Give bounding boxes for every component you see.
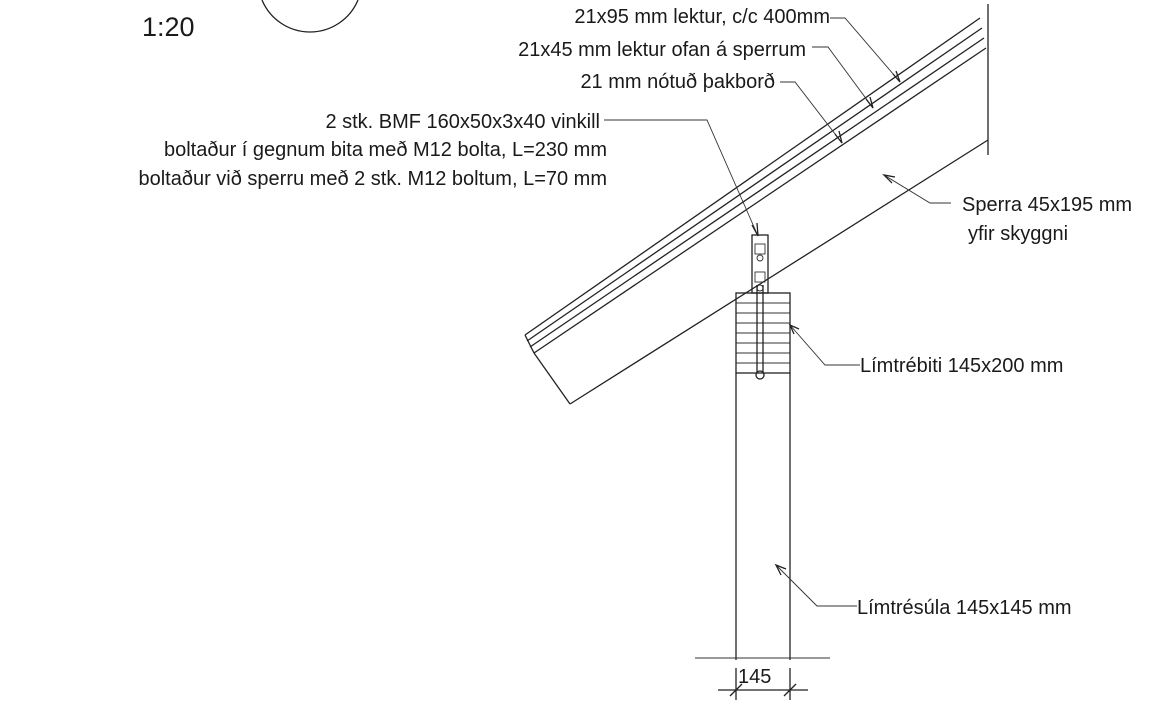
dimension-label: 145 — [738, 666, 771, 688]
dimension-145 — [695, 657, 830, 700]
label-vinkill-1: 2 stk. BMF 160x50x3x40 vinkill — [325, 111, 600, 133]
label-lektur-cc: 21x95 mm lektur, c/c 400mm — [574, 6, 830, 28]
steel-bracket — [751, 234, 769, 380]
label-sperra-1: Sperra 45x195 mm — [962, 194, 1132, 216]
label-sperra-2: yfir skyggni — [968, 223, 1068, 245]
detail-circle-marker — [261, 0, 359, 33]
leader-lines — [604, 17, 951, 607]
label-lektur-ofan: 21x45 mm lektur ofan á sperrum — [518, 39, 806, 61]
label-sula: Límtrésúla 145x145 mm — [857, 597, 1072, 619]
scale-label: 1:20 — [142, 12, 195, 42]
label-bitil: Límtrébiti 145x200 mm — [860, 355, 1063, 377]
glulam-column — [735, 373, 791, 660]
label-vinkill-2: boltaður í gegnum bita með M12 bolta, L=… — [164, 139, 607, 161]
label-thakbord: 21 mm nótuð þakborð — [580, 71, 775, 93]
label-vinkill-3: boltaður við sperru með 2 stk. M12 boltu… — [138, 168, 607, 190]
roof-assembly — [524, 4, 989, 405]
